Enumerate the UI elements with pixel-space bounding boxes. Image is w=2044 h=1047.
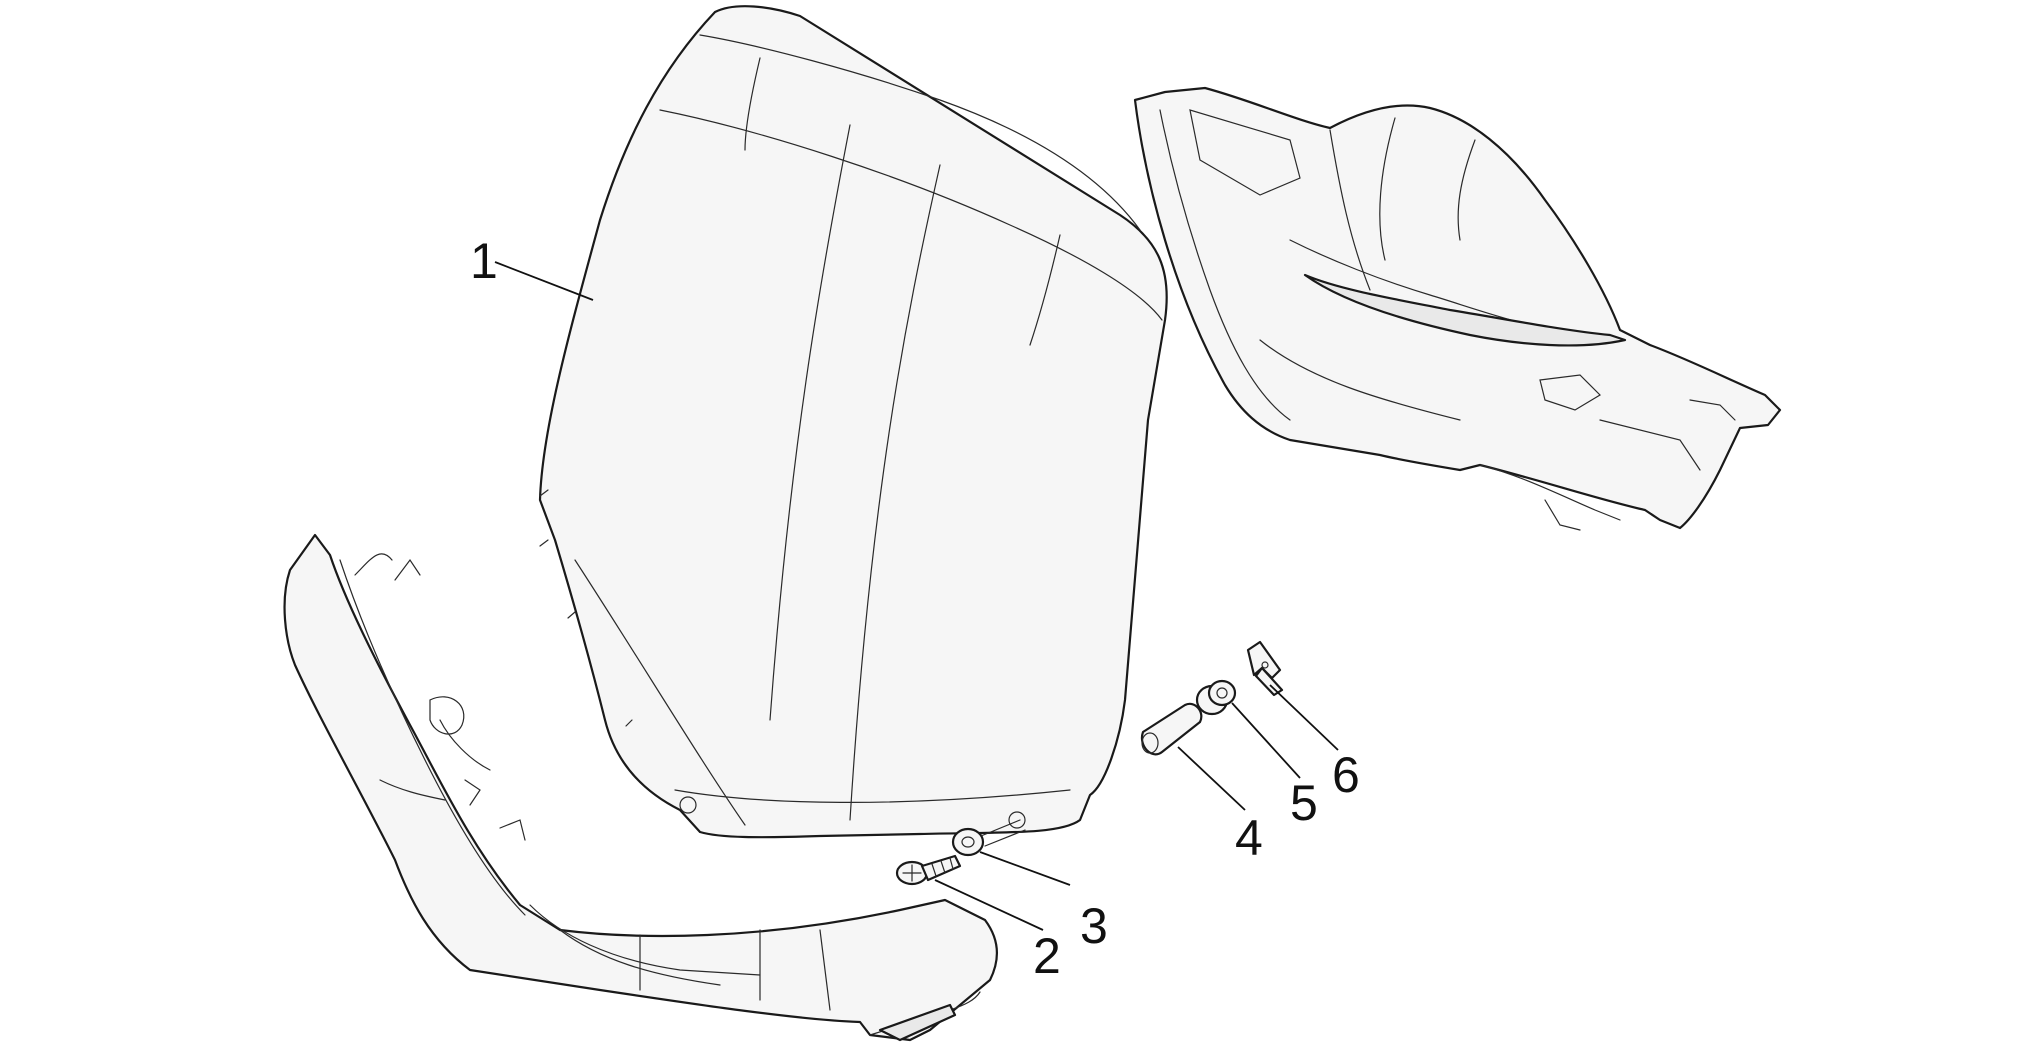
clip-nut-part [1246,640,1284,697]
washer-part [951,819,1026,857]
callout-6: 6 [1332,747,1360,803]
callout-3: 3 [1080,898,1108,954]
handlebar-cover-assembly [1133,86,1782,531]
leader-line-1 [494,261,594,301]
callout-1: 1 [470,233,498,289]
callout-4: 4 [1235,810,1263,866]
callout-2: 2 [1033,928,1061,984]
leader-line-3 [979,851,1071,886]
screw-part [895,854,962,886]
leader-line-5 [1231,702,1301,779]
leader-line-2 [934,879,1044,931]
front-shield-panel [538,5,1168,839]
leader-line-6 [1269,684,1339,751]
lower-spoiler-panel [283,533,999,1042]
callout-5: 5 [1290,775,1318,831]
spacer-sleeve-part [1140,702,1203,756]
grommet-part [1195,679,1237,716]
leader-line-4 [1177,746,1246,811]
